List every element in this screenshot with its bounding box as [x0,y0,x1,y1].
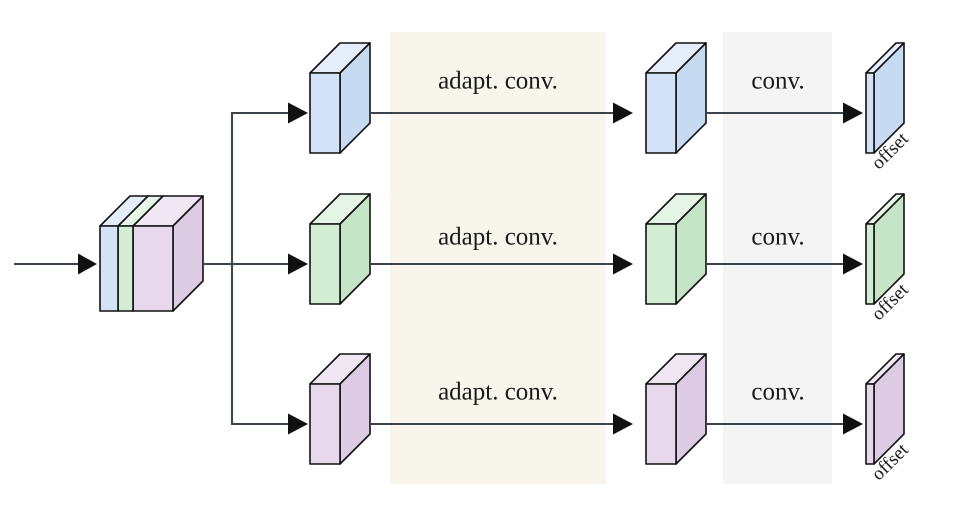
branch-3-adapt-conv-connector [370,413,633,435]
input-slab-purple-face [132,225,174,312]
input-slab-green-face [117,225,134,312]
branch-1-conv-label: conv. [751,68,804,95]
branch-3-adapt-conv-label: adapt. conv. [438,379,558,406]
slab-front [645,223,677,305]
slab-front [865,72,875,154]
branch-3-conv-connector [706,413,863,435]
branch-3-conv-label: conv. [751,379,804,406]
branch-3-mid-slab [645,353,707,465]
branch-2-output-slab [865,193,905,305]
branch-2-mid-slab [645,193,707,305]
slab-front [309,223,341,305]
background-bands [390,32,832,484]
connector-arrow [613,413,633,435]
slab-front [865,383,875,465]
connector-arrow [843,102,863,124]
branch-1: adapt. conv. conv. offset [309,42,913,174]
branch-2-adapt-conv-connector [370,253,633,275]
fanout-branch1-arrow [288,102,308,124]
slab-front [865,223,875,305]
branch-1-mid-slab [645,42,707,154]
connector-arrow [843,253,863,275]
branch-3-output-slab [865,353,905,465]
adapt-conv-band [390,32,606,484]
branch-fanout-connector [203,102,308,435]
branch-2-conv-label: conv. [751,224,804,251]
branch-2-adapt-conv-label: adapt. conv. [438,224,558,251]
fanout-branch2-arrow [288,253,308,275]
branch-3-input-slab [309,353,371,465]
connector-arrow [613,102,633,124]
slab-front [309,383,341,465]
conv-band [723,32,832,484]
slab-front [309,72,341,154]
branch-1-adapt-conv-connector [370,102,633,124]
input-feature-stack [99,195,204,312]
branch-1-conv-connector [706,102,863,124]
branch-1-adapt-conv-label: adapt. conv. [438,68,558,95]
input-slab-blue-face [99,225,119,312]
branch-2-conv-connector [706,253,863,275]
connector-arrow [843,413,863,435]
slab-front [645,383,677,465]
connector-arrow [613,253,633,275]
branch-1-input-slab [309,42,371,154]
fanout-branch3-arrow [288,413,308,435]
branch-1-output-slab [865,42,905,154]
slab-front [645,72,677,154]
input-arrow-head [78,253,97,275]
branch-2-input-slab [309,193,371,305]
input-arrow [14,253,97,275]
